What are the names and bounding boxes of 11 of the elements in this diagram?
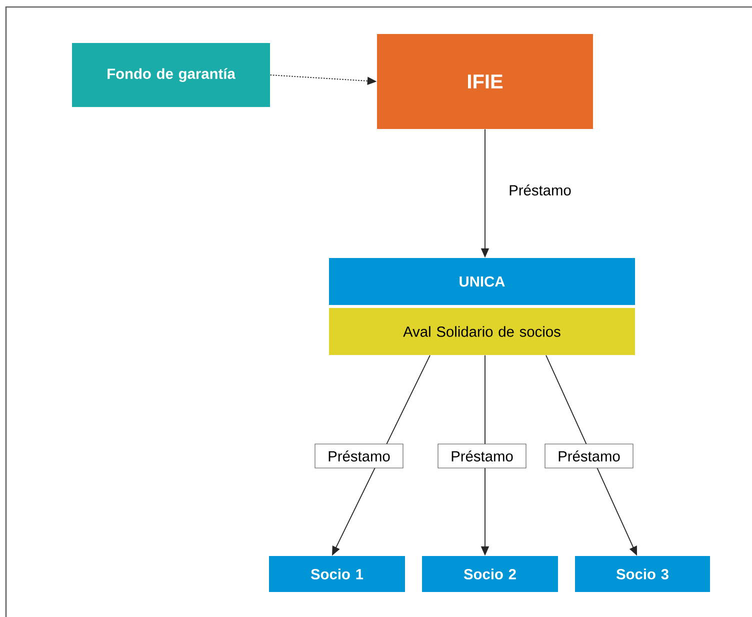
institution-box: IFIE xyxy=(377,34,593,129)
member-box: Socio 1 xyxy=(269,556,405,592)
edge-label: Préstamo xyxy=(314,444,404,468)
guarantee-box: Aval Solidario de socios xyxy=(329,308,635,355)
organization-box: UNICA xyxy=(329,258,635,305)
edge-label: Préstamo xyxy=(544,444,634,468)
fund-box: Fondo de garantía xyxy=(72,43,270,107)
member-box: Socio 3 xyxy=(575,556,710,592)
edge-label: Préstamo xyxy=(438,444,526,468)
edge-label: Préstamo xyxy=(506,182,574,198)
member-box: Socio 2 xyxy=(422,556,558,592)
